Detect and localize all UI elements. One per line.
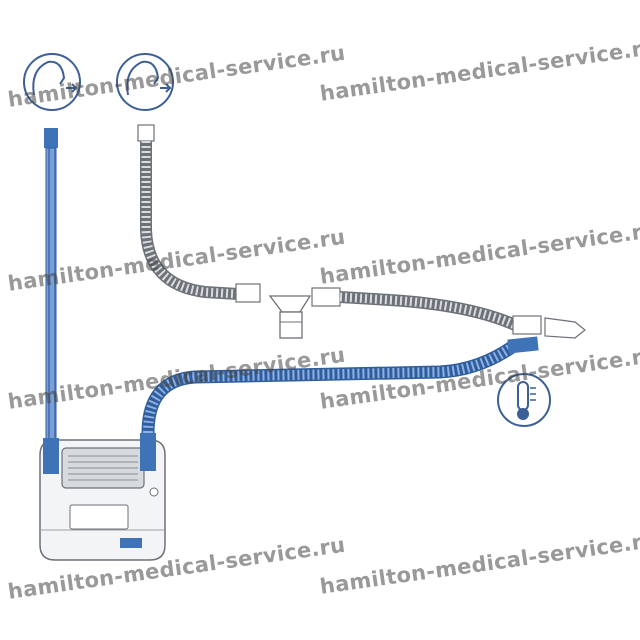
expiratory-limb-hose bbox=[43, 128, 59, 474]
patient-head-arrow-in-icon bbox=[23, 53, 81, 111]
humidifier-unit bbox=[39, 439, 166, 561]
y-piece-connector bbox=[268, 295, 312, 339]
inspiratory-limb-hose bbox=[140, 336, 539, 471]
grey-tube-left bbox=[137, 124, 261, 303]
grey-tube-right bbox=[311, 287, 586, 339]
patient-head-arrow-out-icon bbox=[116, 53, 174, 111]
thermometer-probe-icon bbox=[497, 373, 551, 427]
